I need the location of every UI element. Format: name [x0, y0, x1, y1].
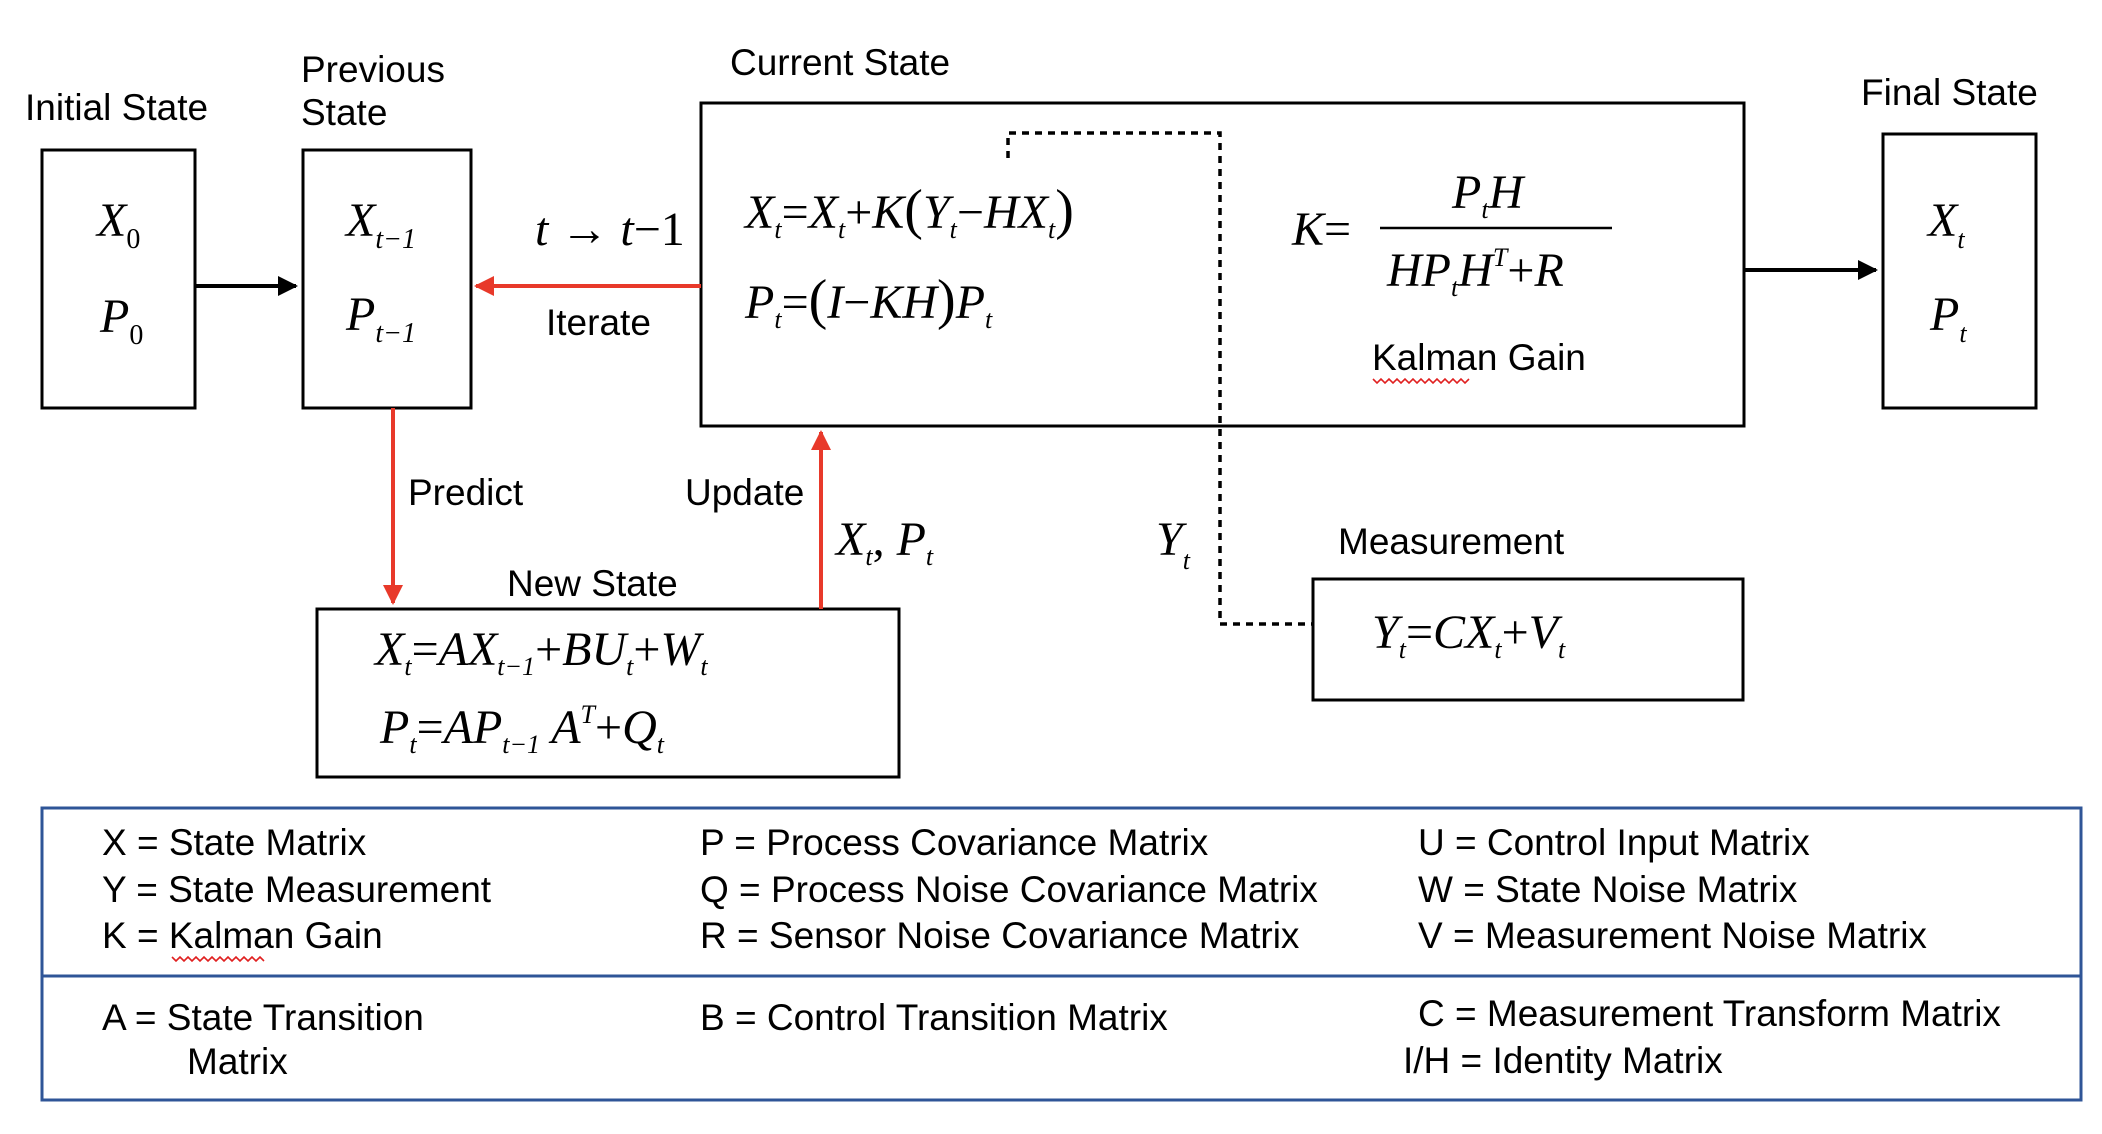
new-state-box — [315, 607, 901, 779]
iterate-step-equation: t → t−1 — [535, 203, 685, 256]
measurement-equation: Yt=CXt+Vt — [1372, 606, 1566, 664]
initial-state-box — [40, 148, 197, 410]
iterate-label: Iterate — [546, 302, 651, 343]
update-values-equation: Xt, Pt — [834, 513, 934, 571]
svg-text:Xt=Xt+K(Yt−HXt): Xt=Xt+K(Yt−HXt) — [743, 179, 1074, 244]
legend-item: W = State Noise Matrix — [1418, 869, 1798, 910]
svg-text:Xt: Xt — [1926, 194, 1965, 254]
legend-item: X = State Matrix — [102, 822, 367, 863]
measurement-y-label: Yt — [1156, 513, 1191, 575]
final-state-box — [1881, 132, 2038, 410]
previous-state-box — [301, 148, 473, 410]
kalman-gain-label: Kalman Gain — [1372, 337, 1586, 378]
legend-bottom: A = State Transition Matrix B = Control … — [102, 993, 2001, 1082]
svg-text:Xt−1: Xt−1 — [344, 194, 416, 255]
measurement-box — [1311, 577, 1745, 702]
current-state-label: Current State — [730, 42, 950, 83]
legend-item: B = Control Transition Matrix — [700, 997, 1168, 1038]
svg-text:HPtHT+R: HPtHT+R — [1386, 243, 1564, 302]
svg-text:P0: P0 — [99, 290, 143, 351]
legend-item: Matrix — [187, 1041, 288, 1082]
legend-item: P = Process Covariance Matrix — [700, 822, 1209, 863]
current-state-box — [699, 101, 1746, 428]
legend-item: A = State Transition — [102, 997, 424, 1038]
legend-item: R = Sensor Noise Covariance Matrix — [700, 915, 1300, 956]
legend-item: V = Measurement Noise Matrix — [1418, 915, 1927, 956]
previous-state-label-line2: State — [301, 92, 387, 133]
initial-state-label: Initial State — [25, 87, 208, 128]
legend-box — [40, 806, 2083, 1102]
predict-label: Predict — [408, 472, 524, 513]
legend-item: C = Measurement Transform Matrix — [1418, 993, 2001, 1034]
legend-item: Y = State Measurement — [102, 869, 492, 910]
kalman-gain-equation: K= PtH HPtHT+R — [1291, 166, 1612, 302]
legend-item: K = Kalman Gain — [102, 915, 383, 956]
previous-state-equations: Xt−1 Pt−1 — [344, 194, 416, 349]
kalman-spell-underline — [1372, 377, 1470, 385]
svg-text:K=: K= — [1291, 203, 1351, 256]
legend-top: X = State Matrix P = Process Covariance … — [102, 822, 1927, 963]
previous-state-label-line1: Previous — [301, 49, 445, 90]
svg-text:PtH: PtH — [1451, 166, 1526, 224]
legend-spell-underline — [171, 955, 265, 963]
final-state-equations: Xt Pt — [1926, 194, 1967, 348]
final-state-label: Final State — [1861, 72, 2038, 113]
svg-text:Pt=APt−1 AT+Qt: Pt=APt−1 AT+Qt — [379, 700, 665, 759]
measurement-label: Measurement — [1338, 521, 1565, 562]
legend-item: Q = Process Noise Covariance Matrix — [700, 869, 1318, 910]
svg-text:Pt=(I−KH)Pt: Pt=(I−KH)Pt — [744, 269, 993, 334]
svg-text:Xt=AXt−1+BUt+Wt: Xt=AXt−1+BUt+Wt — [373, 623, 708, 681]
update-label: Update — [685, 472, 804, 513]
svg-text:Pt−1: Pt−1 — [345, 288, 416, 349]
legend-item: U = Control Input Matrix — [1418, 822, 1810, 863]
current-state-equations: Xt=Xt+K(Yt−HXt) Pt=(I−KH)Pt — [743, 179, 1074, 334]
measurement-dotted-line — [1006, 131, 1313, 626]
new-state-equations: Xt=AXt−1+BUt+Wt Pt=APt−1 AT+Qt — [373, 623, 708, 759]
legend-item: I/H = Identity Matrix — [1403, 1040, 1723, 1081]
svg-text:X0: X0 — [95, 194, 140, 255]
svg-text:Pt: Pt — [1929, 288, 1967, 348]
new-state-label: New State — [507, 563, 678, 604]
initial-state-equations: X0 P0 — [95, 194, 143, 351]
